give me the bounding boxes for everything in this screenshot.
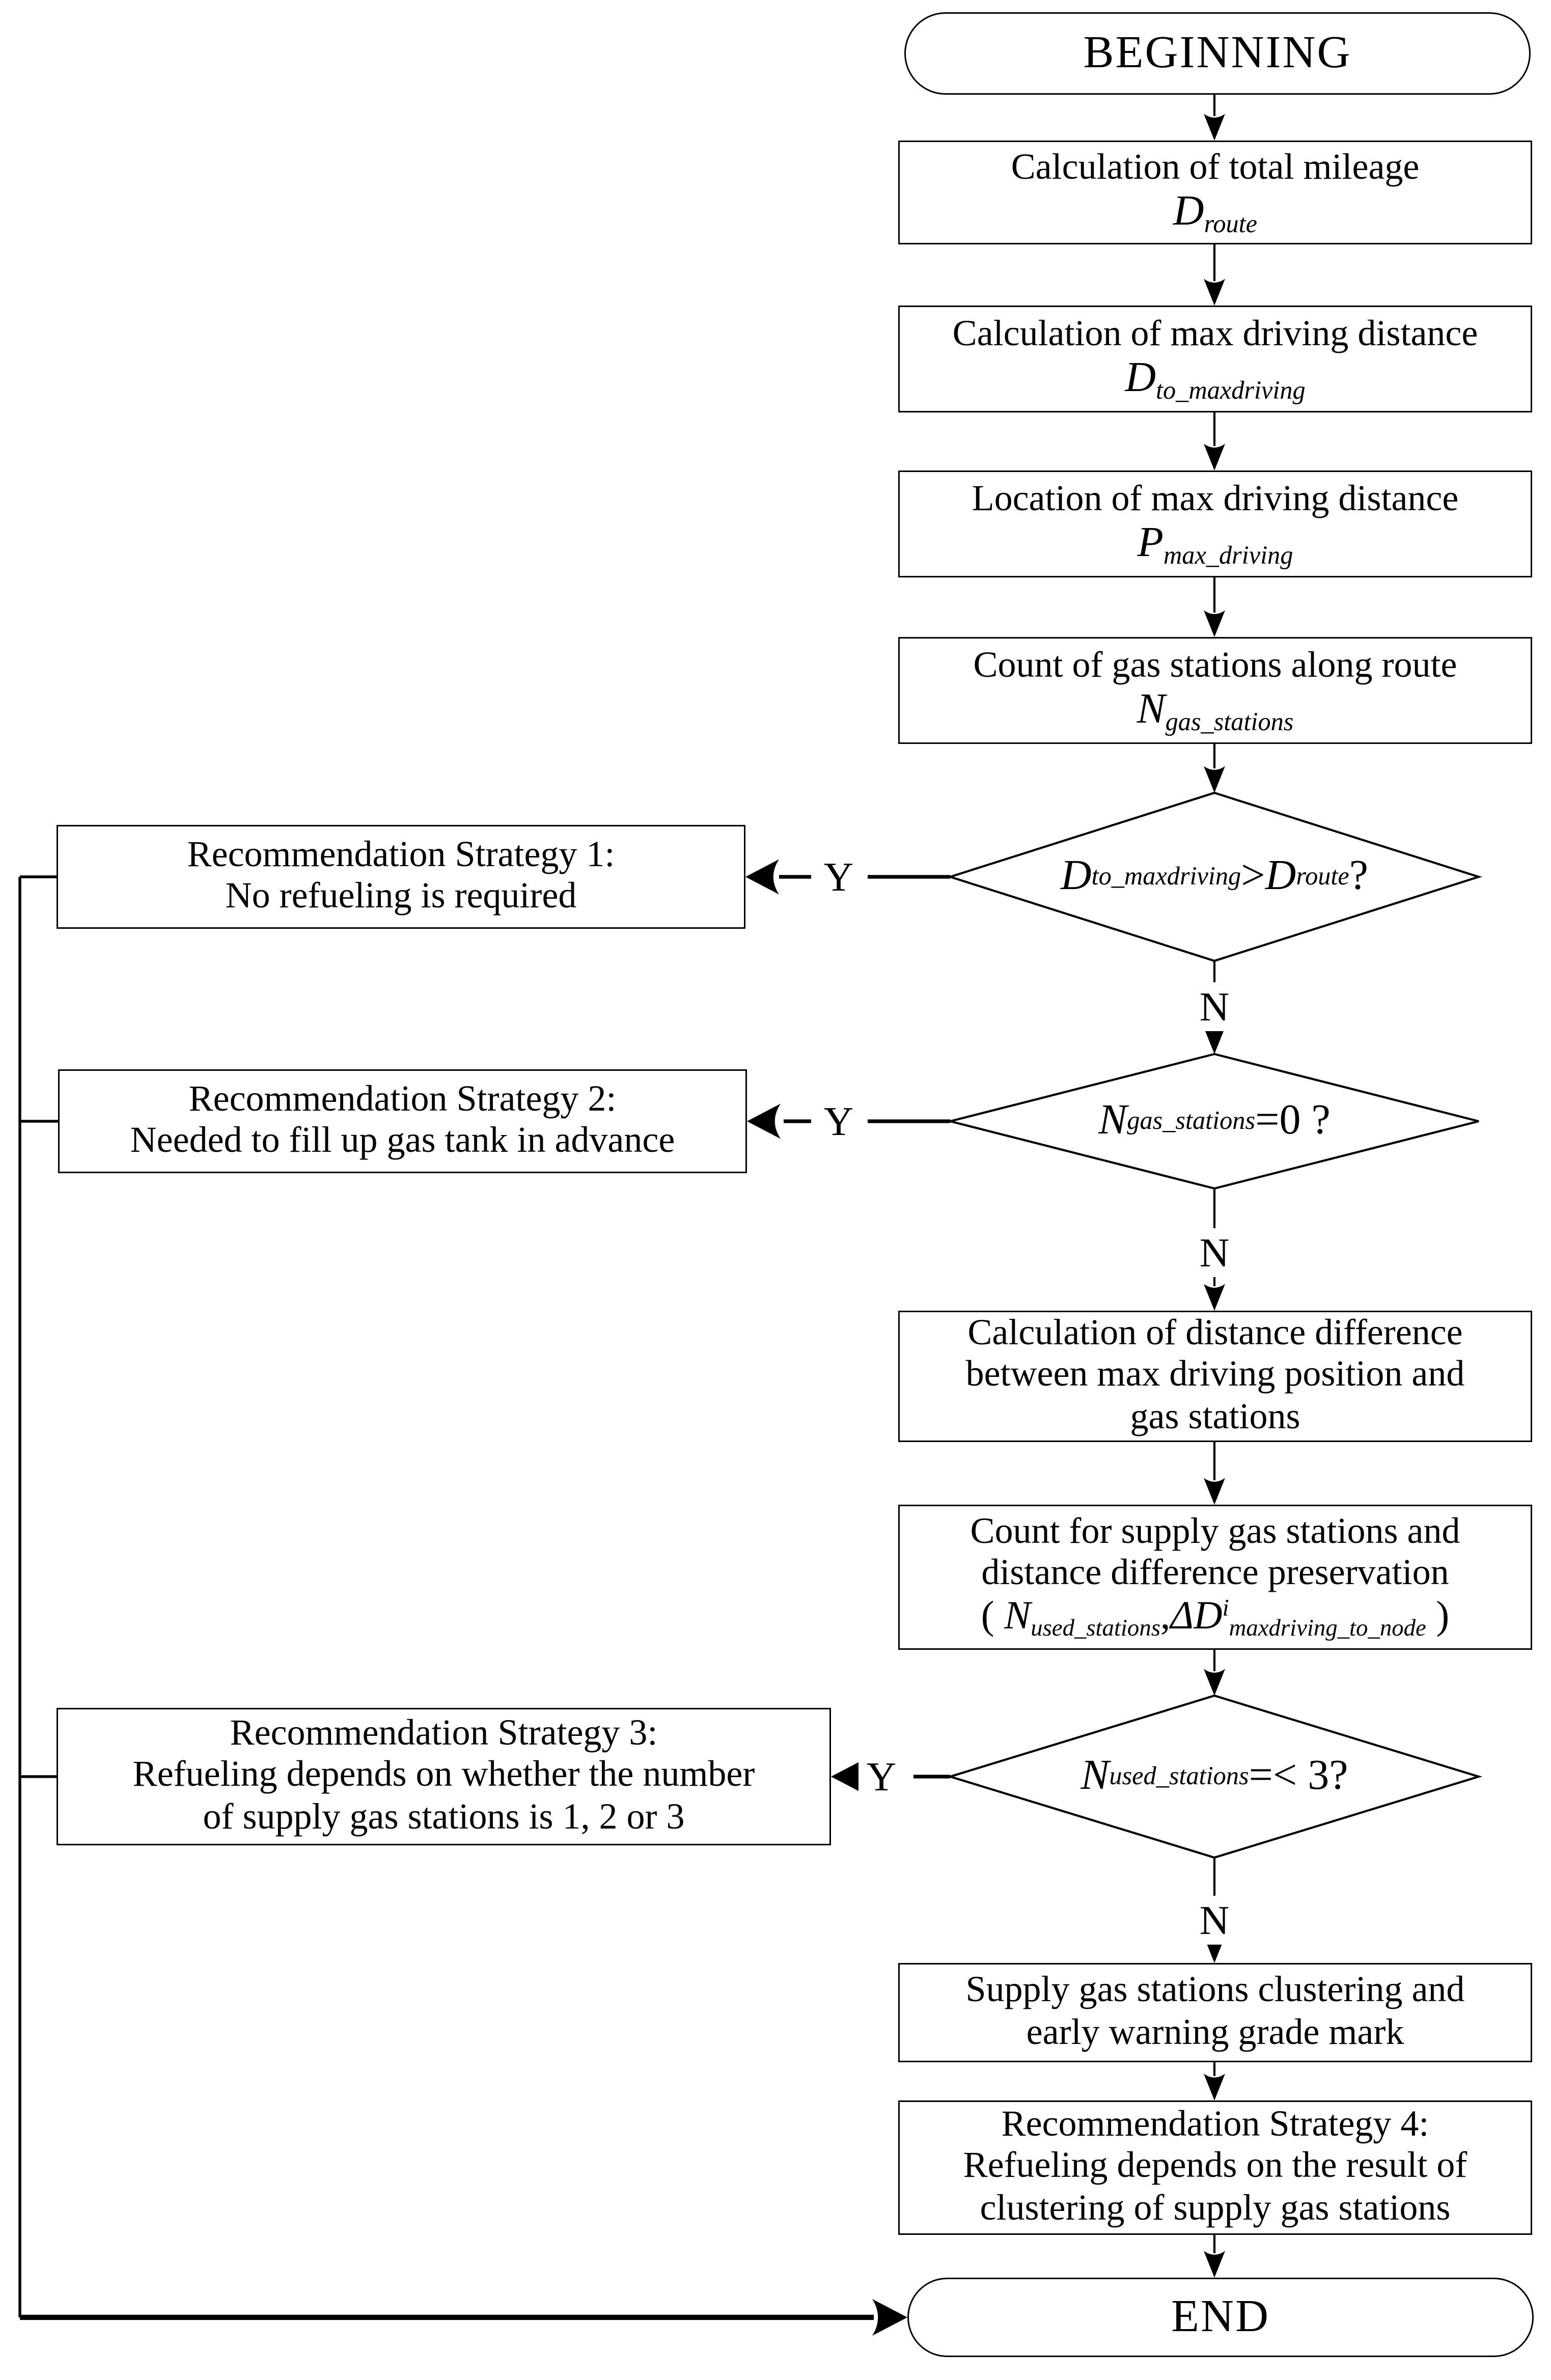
decision2-no-label: N [1192,1228,1237,1277]
strategy2-box: Recommendation Strategy 2: Needed to fil… [58,1069,747,1173]
strategy1-line1: Recommendation Strategy 1: [187,835,615,875]
decision3-yes-label: Y [858,1751,904,1803]
distance-difference-line3: gas stations [1130,1397,1300,1437]
process-total-mileage-text: Calculation of total mileage [1011,147,1420,187]
strategy3-line2: Refueling depends on whether the number [132,1756,755,1796]
count-gas-stations-formula: Ngas_stations [1137,685,1294,736]
process-clustering: Supply gas stations clustering and early… [898,1963,1532,2062]
terminator-end: END [907,2278,1534,2357]
terminator-beginning: BEGINNING [904,12,1531,95]
arrowhead-into-decision3 [1204,1669,1225,1696]
clustering-line1: Supply gas stations clustering and [965,1971,1465,2011]
decision2-yes-label: Y [816,1095,862,1147]
process-count-supply-stations: Count for supply gas stations and distan… [898,1505,1532,1650]
process-count-gas-stations-text: Count of gas stations along route [973,645,1457,685]
process-distance-difference: Calculation of distance difference betwe… [898,1311,1532,1442]
decision1-yes-label: Y [816,851,862,903]
count-supply-formula: ( Nused_stations,ΔDimaxdriving_to_node ) [981,1593,1450,1642]
distance-difference-line1: Calculation of distance difference [967,1314,1463,1354]
arrowhead-into-decision1 [1204,766,1225,793]
process-total-mileage: Calculation of total mileage Droute [898,141,1532,244]
arrowhead-into-box2 [1204,279,1225,306]
yes-arrowheads [745,859,865,1794]
left-rail [18,875,58,2317]
terminator-end-label: END [1171,2291,1270,2342]
decision1-no-label: N [1192,982,1237,1031]
strategy4-line1: Recommendation Strategy 4: [1001,2105,1429,2145]
arrowhead-into-box3 [1204,444,1225,471]
strategy2-line2: Needed to fill up gas tank in advance [130,1121,675,1161]
strategy4-box: Recommendation Strategy 4: Refueling dep… [898,2100,1532,2235]
strategy2-line1: Recommendation Strategy 2: [188,1080,617,1120]
process-location-max-driving-text: Location of max driving distance [972,479,1459,519]
strategy3-line1: Recommendation Strategy 3: [230,1714,658,1754]
yes-branch-lines [779,875,950,1779]
decision3-diamond [946,1694,1483,1859]
strategy1-box: Recommendation Strategy 1: No refueling … [57,825,745,929]
clustering-line2: early warning grade mark [1026,2012,1404,2053]
arrowhead-into-end [1204,2251,1225,2278]
location-max-driving-formula: Pmax_driving [1137,519,1293,570]
count-supply-line2: distance difference preservation [981,1553,1449,1593]
process-location-max-driving: Location of max driving distance Pmax_dr… [898,471,1532,577]
arrowhead-into-box5 [1204,1284,1225,1311]
arrowhead-into-decision2 [1204,1027,1225,1054]
process-max-driving-distance: Calculation of max driving distance Dto_… [898,306,1532,412]
process-max-driving-distance-text: Calculation of max driving distance [952,314,1478,354]
strategy3-line3: of supply gas stations is 1, 2 or 3 [203,1797,685,1837]
strategy4-line3: clustering of supply gas stations [980,2188,1451,2228]
arrowhead-into-box1 [1204,114,1225,141]
decision3-no-label: N [1192,1896,1237,1945]
arrowhead-into-box8 [1204,2073,1225,2100]
decision-shapes [946,791,1483,1859]
total-mileage-formula: Droute [1173,187,1258,238]
strategy1-line2: No refueling is required [225,877,577,917]
arrowhead-into-box4 [1204,610,1225,637]
arrowhead-into-strategy1 [745,859,779,895]
process-count-gas-stations: Count of gas stations along route Ngas_s… [898,637,1532,744]
arrowhead-into-box6 [1204,1478,1225,1505]
arrowhead-into-strategy2 [747,1103,781,1139]
max-driving-distance-formula: Dto_maxdriving [1125,354,1306,405]
decision1-diamond [947,791,1482,962]
arrowhead-into-strategy3 [831,1759,865,1794]
terminator-beginning-label: BEGINNING [1083,27,1352,78]
count-supply-line1: Count for supply gas stations and [970,1512,1460,1552]
arrowhead-into-end-left [872,2299,907,2336]
strategy3-box: Recommendation Strategy 3: Refueling dep… [57,1708,831,1845]
decision2-diamond [950,1053,1479,1190]
strategy4-line2: Refueling depends on the result of [963,2147,1467,2187]
distance-difference-line2: between max driving position and [965,1355,1465,1396]
